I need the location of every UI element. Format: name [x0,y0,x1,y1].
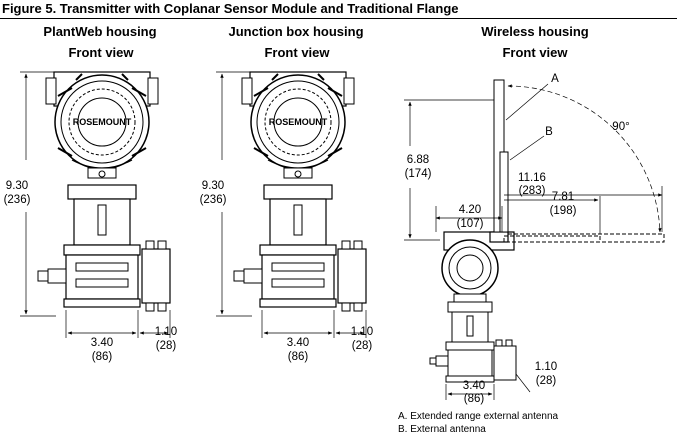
wireless-width-mm: (86) [463,393,485,405]
wireless-front-view-label: Front view [502,45,568,60]
plantweb-front-view-label: Front view [68,45,134,60]
plantweb-width-mm: (86) [91,351,113,363]
junction-box-flange-mm: (28) [351,340,373,352]
junction-box-height-mm: (236) [199,194,227,206]
plantweb-flange-mm: (28) [155,340,177,352]
junction-box-width-in: 3.40 [286,337,310,349]
wireless-span-b-mm: (198) [549,205,577,217]
wireless-flange-in: 1.10 [534,361,558,373]
plantweb-logo: ROSEMOUNT [72,117,132,127]
plantweb-flange-in: 1.10 [154,326,178,338]
wireless-flange-mm: (28) [535,375,557,387]
callout-b: B [545,126,553,138]
plantweb-width-in: 3.40 [90,337,114,349]
junction-box-width-mm: (86) [287,351,309,363]
wireless-housing-label: Wireless housing [481,24,589,39]
wireless-angle-label: 90° [612,121,630,133]
figure-title: Figure 5. Transmitter with Coplanar Sens… [2,1,459,16]
wireless-span-c-mm: (107) [456,218,484,230]
junction-box-front-view-label: Front view [264,45,330,60]
junction-box-height-in: 9.30 [201,180,225,192]
wireless-antenna-height-mm: (174) [404,168,432,180]
wireless-span-a-mm: (283) [518,185,546,197]
plantweb-height-mm: (236) [3,194,31,206]
junction-box-logo: ROSEMOUNT [268,117,328,127]
title-rule [0,18,677,19]
plantweb-housing-label: PlantWeb housing [43,24,157,39]
legend-item-a: A. Extended range external antenna [398,411,559,422]
legend-item-b: B. External antenna [398,424,486,435]
wireless-width-in: 3.40 [462,380,486,392]
wireless-span-c-in: 4.20 [458,204,482,216]
junction-box-housing-label: Junction box housing [228,24,364,39]
callout-a: A [551,73,559,85]
wireless-antenna-height-in: 6.88 [406,154,430,166]
wireless-span-b-in: 7.81 [551,191,575,203]
junction-box-flange-in: 1.10 [350,326,374,338]
wireless-span-a-in: 11.16 [518,172,546,184]
plantweb-height-in: 9.30 [5,180,29,192]
